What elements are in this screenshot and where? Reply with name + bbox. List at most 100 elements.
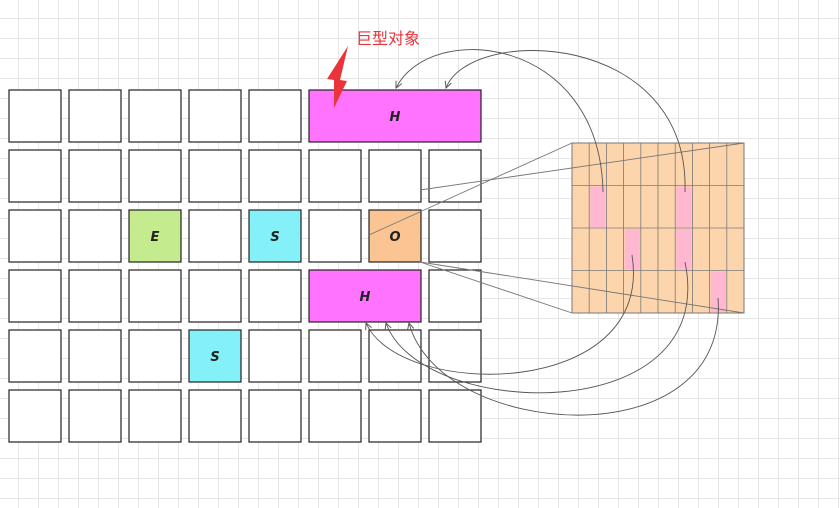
region-empty	[248, 89, 302, 143]
region-empty	[188, 389, 242, 443]
region-empty	[248, 269, 302, 323]
region-empty	[188, 269, 242, 323]
region-label: E	[151, 230, 160, 245]
region-empty	[68, 389, 122, 443]
region-empty	[128, 269, 182, 323]
region-box	[428, 209, 482, 263]
region-label: H	[360, 290, 371, 305]
region-box	[128, 209, 182, 263]
region-empty	[308, 329, 362, 383]
callout-arrow	[327, 46, 348, 108]
heap-regions: H E S O H S	[8, 89, 482, 443]
region-box	[428, 329, 482, 383]
region-box	[248, 89, 302, 143]
region-box	[8, 389, 62, 443]
region-box	[188, 329, 242, 383]
region-empty	[128, 329, 182, 383]
region-box	[308, 149, 362, 203]
region-box	[188, 209, 242, 263]
region-box	[68, 89, 122, 143]
region-empty	[128, 149, 182, 203]
region-old: O	[368, 209, 422, 263]
region-empty	[68, 329, 122, 383]
dirty-card	[590, 186, 606, 227]
region-empty	[428, 329, 482, 383]
region-box	[128, 269, 182, 323]
region-box	[248, 149, 302, 203]
region-box	[248, 269, 302, 323]
region-empty	[8, 209, 62, 263]
region-box	[188, 389, 242, 443]
region-box	[68, 269, 122, 323]
region-empty	[8, 89, 62, 143]
region-box	[8, 89, 62, 143]
region-survivor: S	[248, 209, 302, 263]
region-box	[128, 329, 182, 383]
ref-arrow	[396, 49, 604, 193]
region-empty	[308, 389, 362, 443]
region-empty	[368, 329, 422, 383]
region-empty	[188, 149, 242, 203]
region-eden: E	[128, 209, 182, 263]
region-box	[68, 329, 122, 383]
region-box	[188, 149, 242, 203]
region-empty	[428, 149, 482, 203]
region-box	[368, 329, 422, 383]
region-box	[428, 389, 482, 443]
region-box	[188, 269, 242, 323]
region-empty	[188, 209, 242, 263]
dirty-card	[624, 229, 640, 270]
region-empty	[308, 209, 362, 263]
region-empty	[8, 329, 62, 383]
region-box	[8, 209, 62, 263]
region-empty	[368, 149, 422, 203]
region-empty	[8, 149, 62, 203]
region-empty	[68, 269, 122, 323]
region-box	[308, 329, 362, 383]
region-empty	[248, 149, 302, 203]
region-box	[8, 269, 62, 323]
region-empty	[248, 329, 302, 383]
region-box	[128, 149, 182, 203]
ref-arrow	[446, 50, 686, 193]
region-label: H	[390, 110, 401, 125]
region-empty	[248, 389, 302, 443]
region-box	[248, 389, 302, 443]
region-box	[428, 269, 482, 323]
region-box	[308, 209, 362, 263]
region-box	[368, 389, 422, 443]
region-empty	[368, 389, 422, 443]
region-empty	[8, 389, 62, 443]
region-empty	[8, 269, 62, 323]
region-box	[368, 209, 422, 263]
region-label: O	[389, 230, 400, 245]
region-box	[308, 389, 362, 443]
region-box	[428, 149, 482, 203]
region-box	[8, 149, 62, 203]
region-empty	[188, 89, 242, 143]
region-empty	[68, 209, 122, 263]
region-box	[248, 209, 302, 263]
region-empty	[68, 89, 122, 143]
region-label: S	[210, 350, 219, 365]
region-box	[128, 89, 182, 143]
dirty-card	[676, 229, 692, 270]
region-box	[248, 329, 302, 383]
region-empty	[428, 269, 482, 323]
region-box	[68, 389, 122, 443]
region-empty	[308, 149, 362, 203]
region-empty	[68, 149, 122, 203]
ref-arrow	[366, 254, 634, 375]
callout-label: 巨型对象	[356, 29, 420, 48]
region-box	[188, 89, 242, 143]
region-humongous: H	[308, 269, 422, 323]
region-box	[68, 149, 122, 203]
region-box	[68, 209, 122, 263]
card-table	[571, 142, 745, 314]
region-empty	[428, 389, 482, 443]
dirty-card	[710, 271, 726, 312]
region-box	[308, 269, 422, 323]
region-box	[128, 389, 182, 443]
dirty-card	[676, 186, 692, 227]
